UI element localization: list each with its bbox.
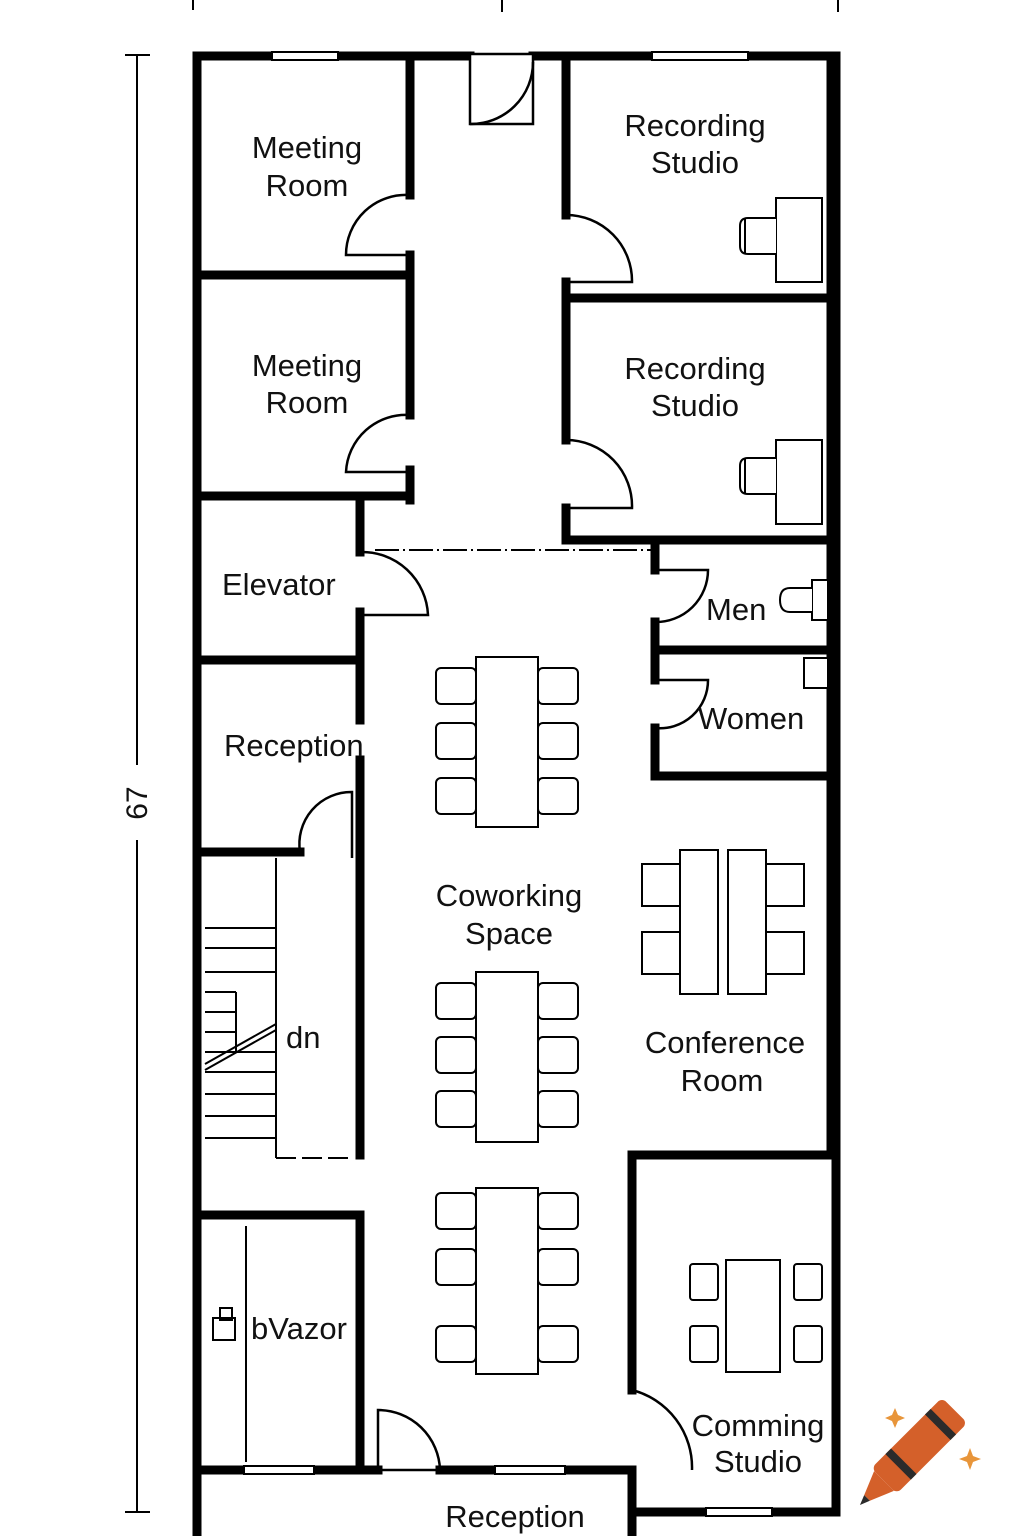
label-elevator: Elevator: [222, 567, 336, 602]
walls: [192, 51, 841, 1536]
doors: [298, 52, 710, 1472]
door-reception-bottom[interactable]: [376, 1408, 442, 1472]
label-coworking-b: Space: [465, 916, 553, 951]
door-meeting-1[interactable]: [344, 193, 411, 257]
sparkle-icon: [885, 1408, 981, 1470]
dimension-label: 67: [121, 786, 154, 819]
cowork-table-1: [435, 656, 579, 828]
door-top[interactable]: [468, 52, 535, 126]
staircase: [204, 858, 352, 1159]
toilet-women: [803, 657, 829, 689]
furniture: [435, 197, 829, 1375]
label-meeting-room-1: Meeting: [252, 130, 362, 165]
door-recording-2[interactable]: [565, 438, 634, 510]
label-conference-b: Room: [681, 1063, 764, 1098]
dimension-line: [125, 54, 150, 1513]
cowork-table-2: [435, 971, 579, 1143]
label-meeting-room-2b: Room: [266, 385, 349, 420]
toilet-men: [811, 579, 829, 621]
label-recording-studio-1: Recording: [624, 108, 765, 143]
door-comming-studio[interactable]: [631, 1388, 694, 1471]
door-reception-side[interactable]: [298, 790, 354, 858]
label-bvazor: bVazor: [251, 1311, 347, 1346]
top-dimension-ticks: [192, 0, 839, 12]
label-recording-studio-2b: Studio: [651, 388, 739, 423]
cowork-table-3: [435, 1187, 579, 1375]
label-comming-studio: Comming: [692, 1408, 825, 1443]
windows: [243, 51, 773, 1517]
crayon-icon: [859, 1400, 965, 1506]
label-conference: Conference: [645, 1025, 805, 1060]
label-women: Women: [698, 701, 804, 736]
conference-table: [641, 849, 805, 995]
label-recording-studio-2: Recording: [624, 351, 765, 386]
comming-studio-table: [689, 1259, 823, 1373]
label-men: Men: [706, 592, 766, 627]
label-coworking: Coworking: [436, 878, 582, 913]
label-comming-studio-b: Studio: [714, 1444, 802, 1479]
label-meeting-room-1b: Room: [266, 168, 349, 203]
studio-desk-1: [775, 197, 823, 283]
label-stairs-dn: dn: [286, 1020, 320, 1055]
door-men[interactable]: [654, 568, 710, 624]
label-reception-bottom: Reception: [445, 1499, 585, 1534]
label-reception-side: Reception: [224, 728, 364, 763]
bvazor-icon: [212, 1307, 236, 1341]
door-recording-1[interactable]: [565, 213, 634, 284]
label-recording-studio-1b: Studio: [651, 145, 739, 180]
door-elevator[interactable]: [359, 550, 430, 617]
door-meeting-2[interactable]: [344, 413, 411, 474]
label-meeting-room-2: Meeting: [252, 348, 362, 383]
door-women[interactable]: [654, 678, 710, 730]
studio-desk-2: [775, 439, 823, 525]
